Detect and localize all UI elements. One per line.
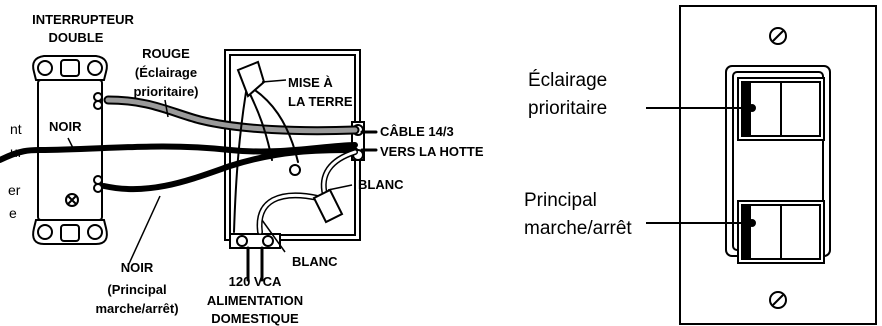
label-supply-1: 120 VCA — [229, 274, 282, 289]
switch-top-screw — [60, 59, 80, 77]
switch-bottom-ear-hole-left — [37, 224, 53, 240]
cut-text-3: er — [8, 182, 21, 198]
label-noir-bottom-2: (Principal — [107, 282, 166, 297]
label-cable-1: CÂBLE 14/3 — [380, 124, 454, 139]
label-rouge-1: ROUGE — [142, 46, 190, 61]
leader-noir-bottom — [127, 195, 161, 267]
wire-nut-white — [312, 188, 344, 224]
wires — [0, 87, 378, 282]
white-wire-1 — [256, 192, 321, 235]
label-blanc-2: BLANC — [292, 254, 338, 269]
leader-top-switch-dot — [748, 104, 756, 112]
plate-screw-bottom-slot — [772, 294, 784, 306]
plate-label-top-2: prioritaire — [528, 98, 607, 119]
terminal-top-right-b — [93, 100, 103, 110]
cut-text-4: e — [9, 205, 17, 221]
plate-label-bottom-2: marche/arrêt — [524, 218, 632, 239]
terminal-bottom-center-mark — [67, 195, 77, 205]
plate-label-bottom-1: Principal — [524, 190, 597, 211]
label-rouge-2: (Éclairage — [135, 65, 197, 80]
label-rouge-3: prioritaire) — [133, 84, 198, 99]
label-blanc-1: BLANC — [358, 177, 404, 192]
box-ground-screw — [289, 164, 301, 176]
leader-bottom-switch-dot — [748, 219, 756, 227]
wiring-labels: INTERRUPTEUR DOUBLE ROUGE (Éclairage pri… — [32, 12, 484, 326]
switch-bottom-screw — [60, 224, 80, 242]
ground-wire-1 — [247, 89, 273, 161]
black-wire-bottom — [101, 147, 358, 193]
label-noir-top: NOIR — [49, 119, 82, 134]
plate-label-top-1: Éclairage — [528, 70, 607, 91]
leader-mise-terre — [261, 79, 287, 83]
leader-blanc-1 — [327, 184, 353, 191]
ground-wire-3 — [233, 91, 247, 233]
terminal-bottom-right-a — [93, 175, 103, 185]
switch-top-ear-hole-right — [87, 60, 103, 76]
cut-text-1: nt — [10, 121, 22, 137]
white-wire-2-core — [322, 150, 357, 197]
leader-rouge — [164, 99, 169, 118]
white-wire-1-core — [258, 193, 320, 234]
switch-bottom-ear-hole-right — [87, 224, 103, 240]
clamp-screw-bottom-left — [236, 235, 248, 247]
clamp-screw-bottom-right — [262, 235, 274, 247]
label-interrupteur-1: INTERRUPTEUR — [32, 12, 134, 27]
ground-wire-2 — [251, 87, 299, 163]
wire-nuts — [236, 60, 344, 224]
label-noir-bottom-1: NOIR — [121, 260, 154, 275]
label-interrupteur-2: DOUBLE — [49, 30, 104, 45]
label-cable-2: VERS LA HOTTE — [380, 144, 484, 159]
leader-noir-top — [67, 137, 75, 151]
wire-nut-ground — [236, 60, 266, 98]
plate-labels: Éclairage prioritaire Principal marche/a… — [524, 70, 632, 239]
switch-terminals — [65, 92, 103, 207]
terminal-bottom-right-b — [93, 183, 103, 193]
plate-screw-top-slot — [772, 30, 784, 42]
cut-off-text: nt ur er e — [8, 121, 23, 221]
terminal-top-right-a — [93, 92, 103, 102]
leader-blanc-2 — [261, 219, 286, 253]
switch-bottom-shadow — [741, 204, 751, 260]
label-mise-1: MISE À — [288, 75, 333, 90]
label-mise-2: LA TERRE — [288, 94, 353, 109]
plate-leaders — [646, 104, 756, 227]
label-noir-bottom-3: marche/arrêt) — [95, 301, 178, 316]
label-supply-2: ALIMENTATION — [207, 293, 303, 308]
leader-lines — [67, 79, 353, 267]
red-wire — [105, 97, 358, 134]
switch-top-ear-hole-left — [37, 60, 53, 76]
wall-plate — [679, 5, 877, 325]
label-supply-3: DOMESTIQUE — [211, 311, 299, 326]
